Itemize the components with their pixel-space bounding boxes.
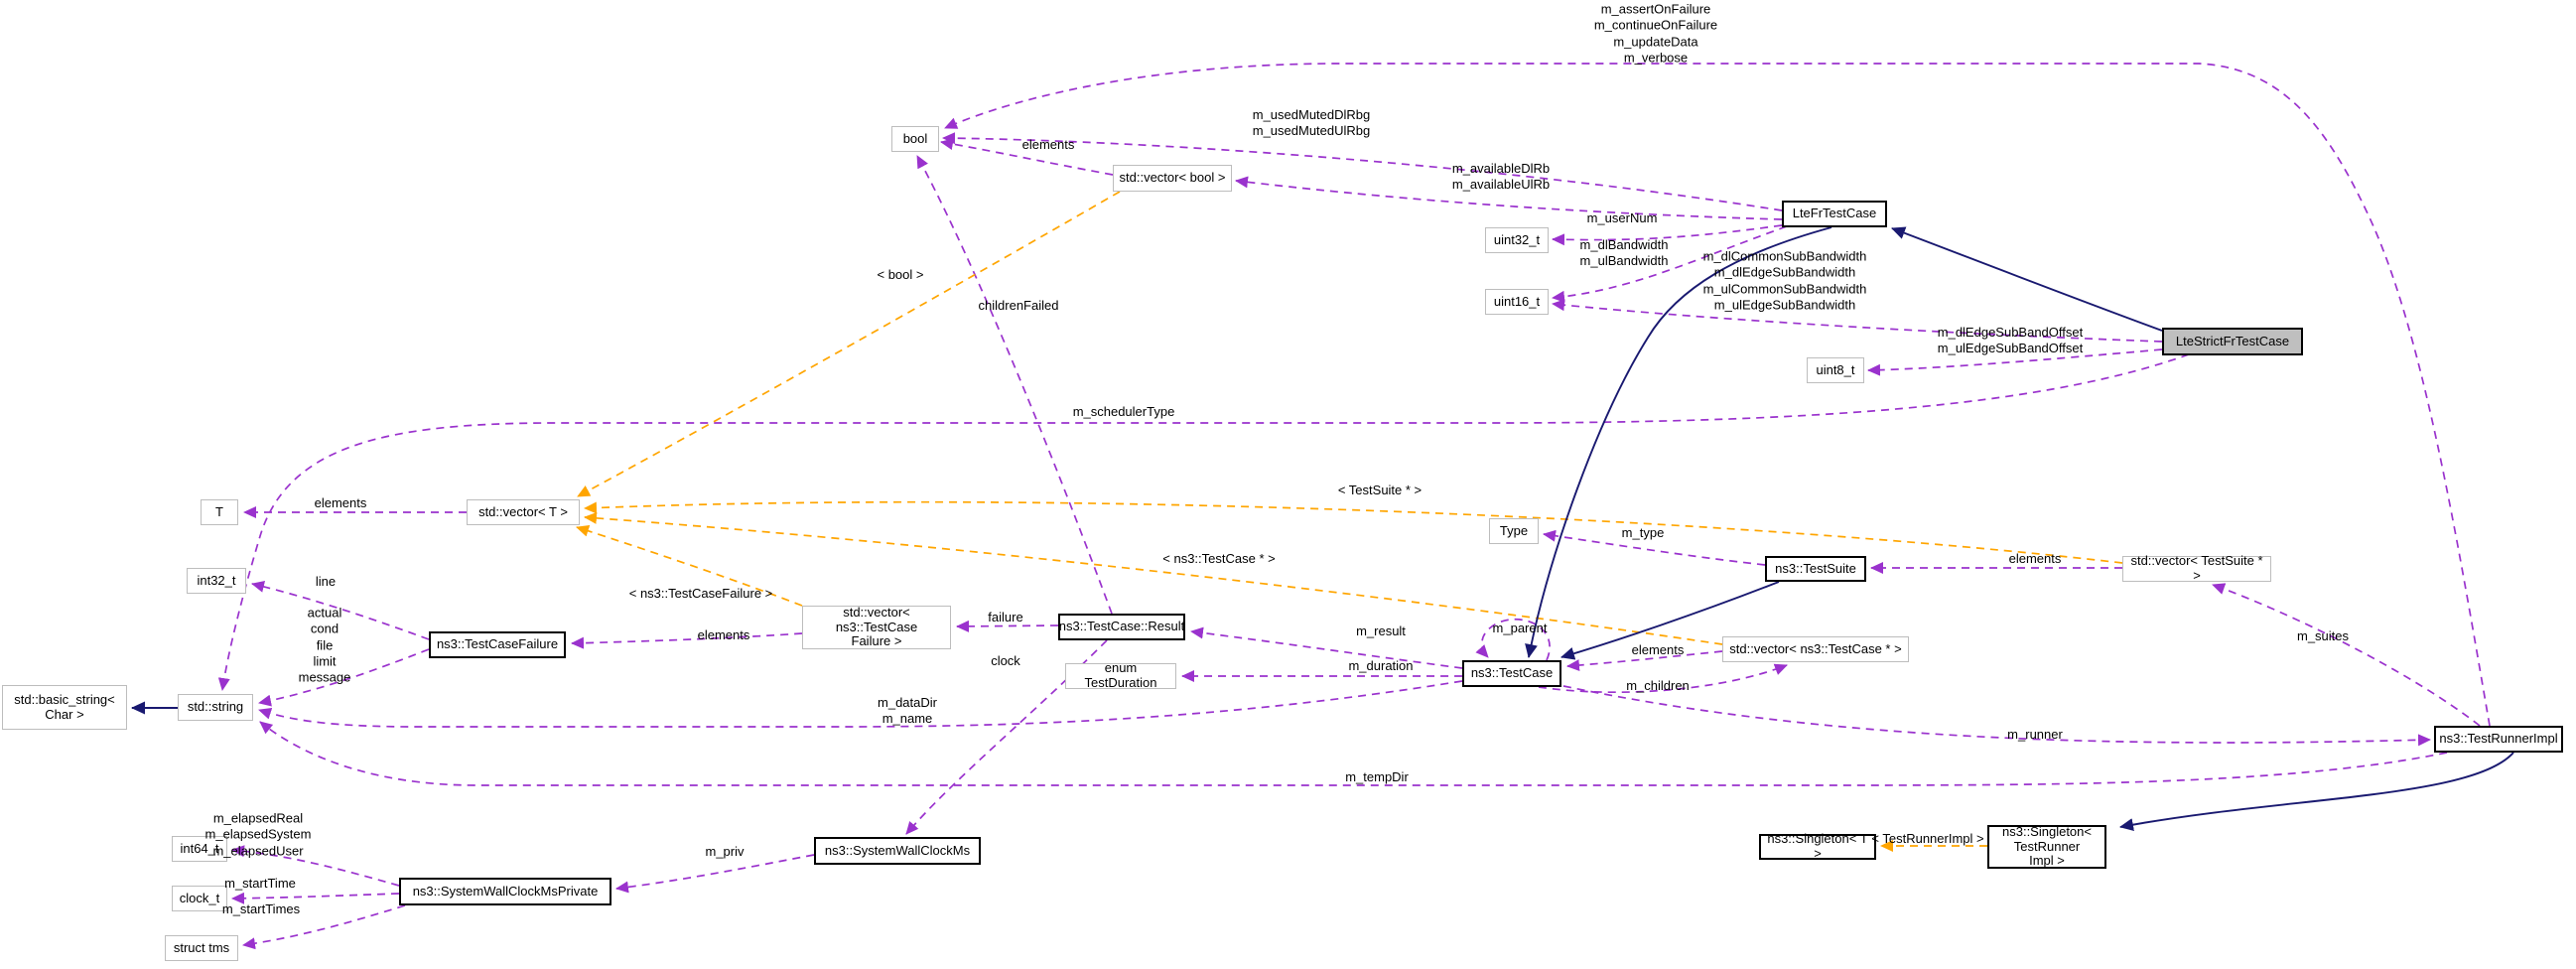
- edge-label-common-sub: m_dlCommonSubBandwidth m_dlEdgeSubBandwi…: [1702, 248, 1867, 313]
- edge-label-line: line: [315, 573, 337, 589]
- node-singleton-testrunnerimpl[interactable]: ns3::Singleton< TestRunner Impl >: [1987, 824, 2106, 869]
- edge-label-testsuite-template: < TestSuite * >: [1337, 482, 1423, 497]
- edge-m-runner: [1562, 685, 2431, 747]
- edge-label-m-duration: m_duration: [1348, 657, 1414, 673]
- edge-label-start-time: m_startTime: [224, 875, 296, 891]
- edge-label-testcase-template: < ns3::TestCase * >: [1162, 550, 1276, 566]
- edge-label-elapsed: m_elapsedReal m_elapsedSystem m_elapsedU…: [204, 810, 312, 859]
- edge-label-m-priv: m_priv: [705, 843, 745, 859]
- edge-label-children-failed: childrenFailed: [978, 297, 1059, 313]
- edge-label-start-times: m_startTimes: [221, 900, 301, 916]
- node-vector-testcase[interactable]: std::vector< ns3::TestCase * >: [1722, 636, 1909, 662]
- edge-label-clock: clock: [991, 652, 1020, 668]
- edge-label-elements-testcase: elements: [1631, 641, 1685, 657]
- edge-label-bandwidth: m_dlBandwidth m_ulBandwidth: [1579, 236, 1669, 268]
- edge-label-elements-testsuite: elements: [2008, 550, 2062, 566]
- edge-label-tcf-template: < ns3::TestCaseFailure >: [628, 585, 773, 601]
- edge-label-m-temp-dir: m_tempDir: [1345, 768, 1409, 784]
- edge-label-elements-tcf: elements: [697, 626, 750, 642]
- node-t[interactable]: T: [201, 499, 238, 525]
- node-type[interactable]: Type: [1489, 518, 1539, 544]
- node-ltefrtestcase[interactable]: LteFrTestCase: [1782, 201, 1887, 227]
- node-basic-string[interactable]: std::basic_string< Char >: [2, 685, 127, 730]
- edge-label-m-result: m_result: [1356, 623, 1406, 638]
- edge-label-scheduler-type: m_schedulerType: [1072, 403, 1175, 419]
- edge-children-failed: [916, 155, 1113, 615]
- edge-label-acflm: actual cond file limit message: [298, 605, 351, 685]
- node-systemwallclockms[interactable]: ns3::SystemWallClockMs: [814, 837, 981, 865]
- edge-tpl-testsuite: [584, 500, 2123, 564]
- edge-m-suites: [2212, 583, 2481, 727]
- node-uint32-t[interactable]: uint32_t: [1485, 227, 1549, 253]
- edge-label-available-rb: m_availableDlRb m_availableUlRb: [1451, 160, 1551, 192]
- edge-label-tri-template: < TestRunnerImpl >: [1871, 830, 1984, 846]
- edge-label-edge-offset: m_dlEdgeSubBandOffset m_ulEdgeSubBandOff…: [1937, 324, 2084, 355]
- node-testrunnerimpl[interactable]: ns3::TestRunnerImpl: [2434, 726, 2563, 753]
- edge-label-m-runner: m_runner: [2007, 726, 2063, 742]
- node-uint16-t[interactable]: uint16_t: [1485, 289, 1549, 315]
- edge-label-m-suites: m_suites: [2296, 627, 2350, 643]
- edge-label-m-type: m_type: [1621, 524, 1665, 540]
- edge-label-elements-bool: elements: [1021, 136, 1075, 152]
- edge-label-m-parent: m_parent: [1492, 620, 1548, 635]
- node-vector-bool[interactable]: std::vector< bool >: [1113, 165, 1232, 192]
- edge-failure: [956, 620, 1059, 632]
- node-testcasefailure[interactable]: ns3::TestCaseFailure: [429, 631, 566, 658]
- edge-data-dir: [258, 680, 1463, 728]
- node-uint8-t[interactable]: uint8_t: [1807, 357, 1864, 383]
- node-ltestrictfrtestcase: LteStrictFrTestCase: [2162, 328, 2303, 355]
- edge-m-result: [1190, 626, 1463, 669]
- edge-label-user-num: m_userNum: [1586, 209, 1658, 225]
- node-std-string[interactable]: std::string: [178, 694, 253, 721]
- node-singleton-t[interactable]: ns3::Singleton< T >: [1759, 831, 1876, 861]
- edge-inherit-strict-fr: [1891, 226, 2163, 332]
- edge-label-assert-group: m_assertOnFailure m_continueOnFailure m_…: [1593, 1, 1718, 66]
- node-vector-testcasefailure[interactable]: std::vector< ns3::TestCase Failure >: [802, 605, 951, 649]
- node-vector-testsuite[interactable]: std::vector< TestSuite * >: [2122, 553, 2271, 583]
- node-struct-tms[interactable]: struct tms: [165, 935, 238, 961]
- node-enum-testduration[interactable]: enum TestDuration: [1065, 660, 1176, 690]
- edge-tpl-bool: [577, 191, 1121, 497]
- node-vector-t[interactable]: std::vector< T >: [467, 499, 580, 525]
- edge-start-time: [231, 892, 400, 904]
- edge-label-failure: failure: [988, 609, 1023, 624]
- node-systemwallclockmsprivate[interactable]: ns3::SystemWallClockMsPrivate: [399, 878, 611, 905]
- node-clock-t[interactable]: clock_t: [172, 886, 227, 911]
- edge-label-data-dir: m_dataDir m_name: [878, 694, 937, 726]
- edge-label-m-children: m_children: [1626, 677, 1690, 693]
- edge-elements-tcf: [571, 632, 803, 649]
- node-testcase-result[interactable]: ns3::TestCase::Result: [1058, 614, 1185, 640]
- node-testcase[interactable]: ns3::TestCase: [1462, 660, 1561, 687]
- node-int64-t[interactable]: int64_t: [172, 836, 227, 862]
- node-testsuite[interactable]: ns3::TestSuite: [1765, 556, 1866, 582]
- edge-label-elements-t: elements: [314, 494, 367, 510]
- node-bool[interactable]: bool: [891, 126, 939, 152]
- edge-label-used-muted: m_usedMutedDlRbg m_usedMutedUlRbg: [1252, 106, 1371, 138]
- edge-inherit-tri-singleton: [2119, 752, 2514, 831]
- edge-label-bool-template: < bool >: [877, 266, 924, 282]
- node-int32-t[interactable]: int32_t: [187, 568, 246, 594]
